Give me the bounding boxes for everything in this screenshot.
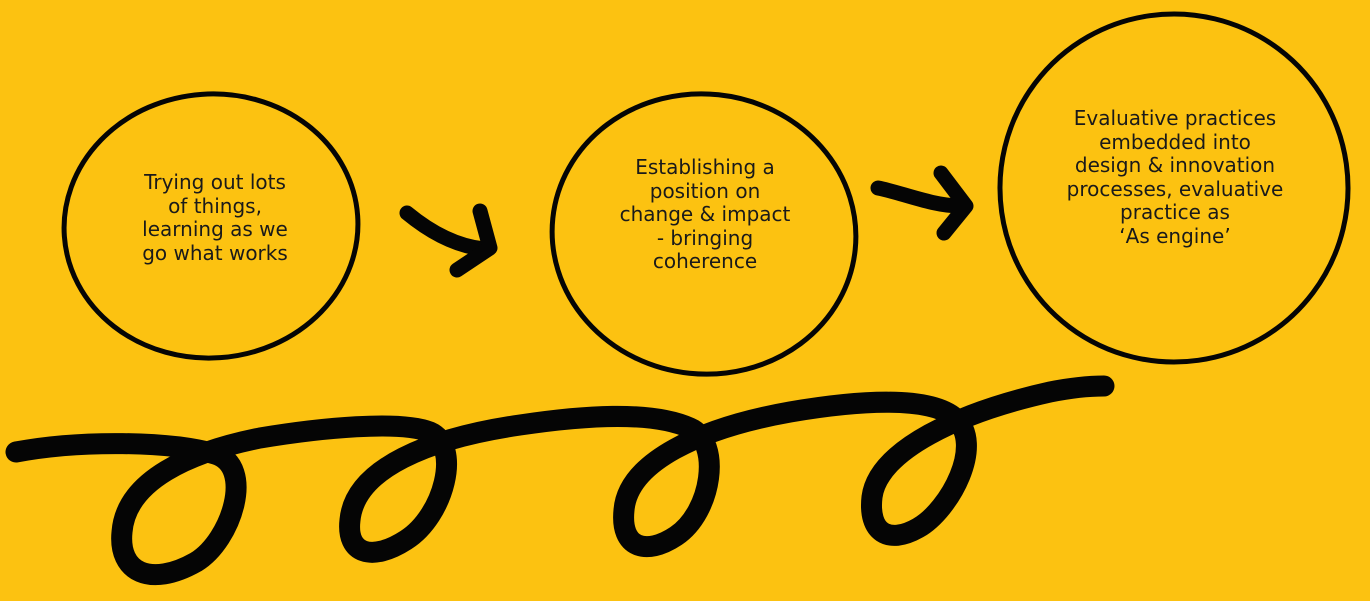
stage-circle-2 [549,91,859,377]
stage-circle-3 [997,11,1351,365]
stage-1-text: Trying out lots of things, learning as w… [142,170,288,265]
stage-circle-1 [61,91,361,361]
loop-squiggle-icon [5,375,1115,586]
stage-3-text: Evaluative practices embedded into desig… [1066,106,1284,248]
arrow-icon [870,165,974,241]
arrow-icon [399,203,498,278]
stage-2-text: Establishing a position on change & impa… [619,155,791,273]
